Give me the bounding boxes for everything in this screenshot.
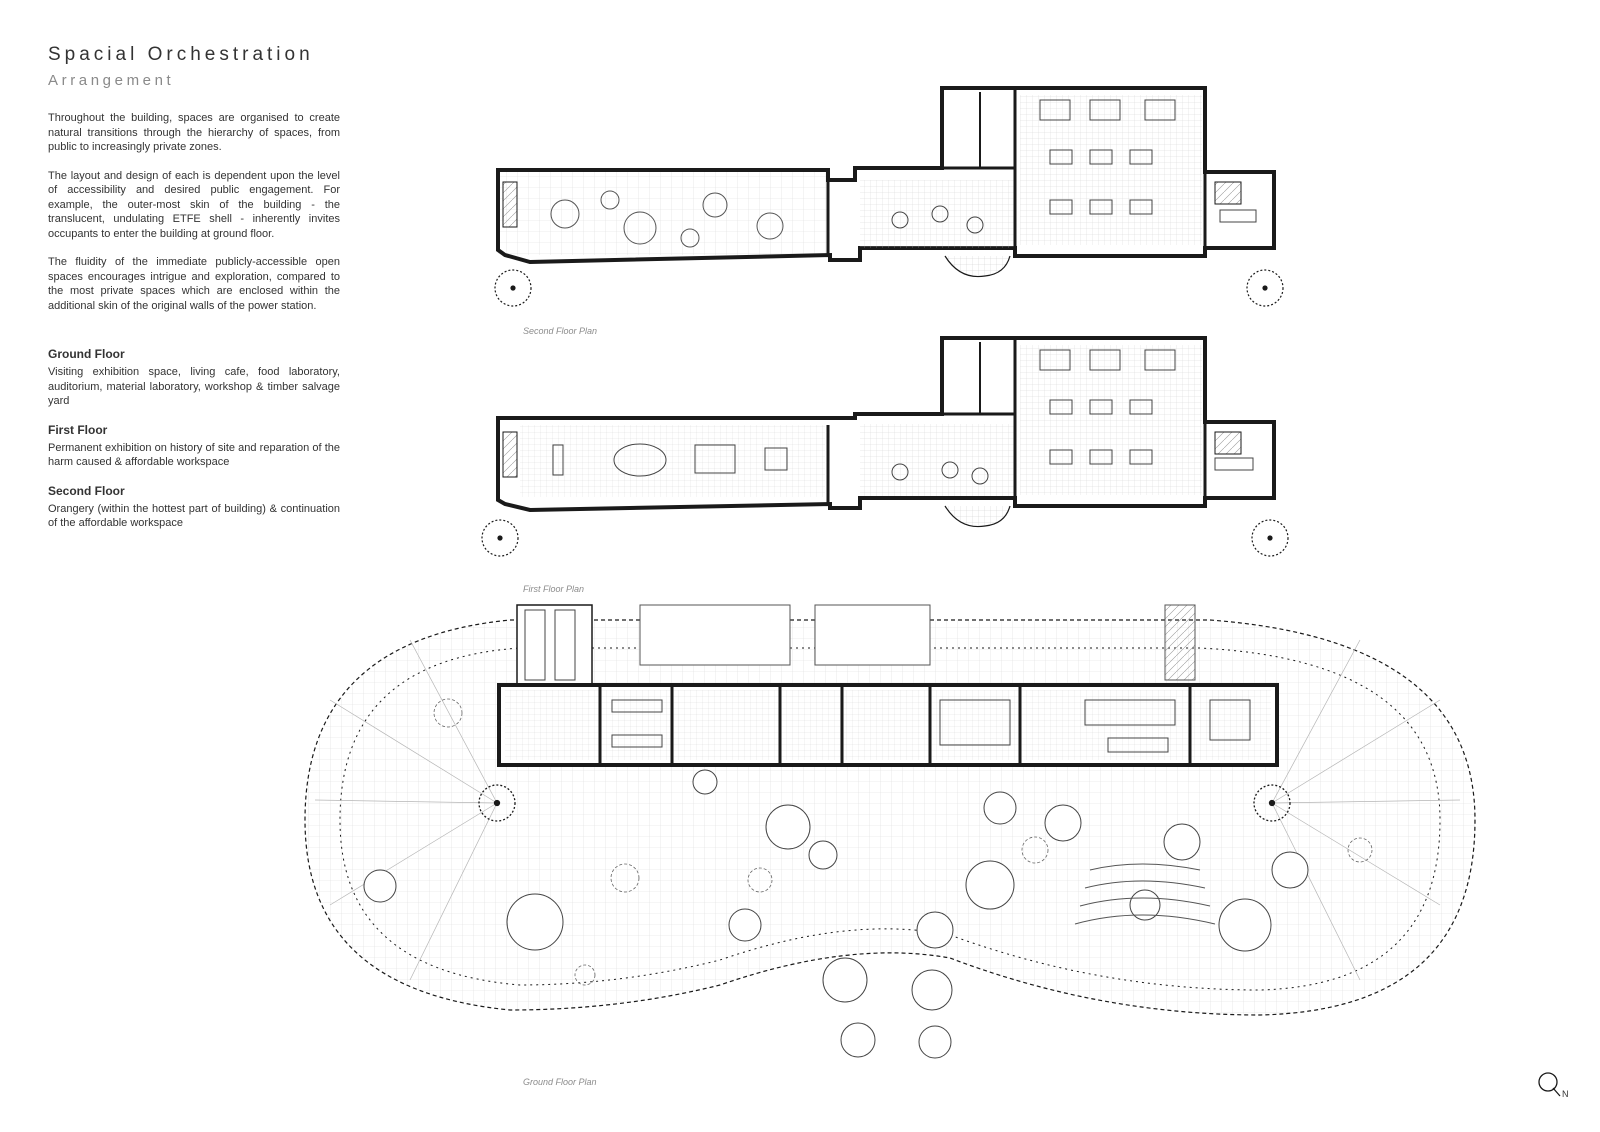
second-floor-plan [494,86,1284,307]
floor-desc-ground: Visiting exhibition space, living cafe, … [48,366,340,407]
floor-heading-first: First Floor [48,422,108,437]
page-title: Spacial Orchestration [48,44,314,65]
floor-heading-second: Second Floor [48,483,125,498]
floor-heading-ground: Ground Floor [48,347,125,361]
caption-first-floor: First Floor Plan [523,584,585,594]
page-subtitle: Arrangement [48,72,175,89]
caption-second-floor: Second Floor Plan [523,326,598,336]
floor-desc-first: Permanent exhibition on history of site … [48,441,340,469]
paragraph-1: Throughout the building, spaces are orga… [48,112,340,153]
text-column: Spacial Orchestration Arrangement Throug… [48,44,340,531]
paragraph-2: The layout and design of each is depende… [48,169,340,240]
first-floor-plan [481,336,1289,557]
north-arrow-icon [1538,1072,1561,1097]
paragraph-3: The fluidity of the immediate publicly-a… [48,256,340,312]
floor-desc-second: Orangery (within the hottest part of bui… [48,502,340,530]
north-label: N [1562,1089,1569,1099]
caption-ground-floor: Ground Floor Plan [523,1077,597,1087]
ground-floor-plan [304,604,1476,1059]
